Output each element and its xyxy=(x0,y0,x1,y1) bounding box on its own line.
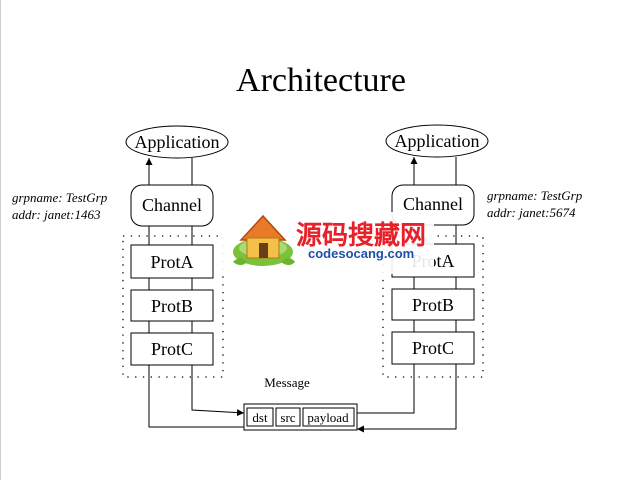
left-channel-label: Channel xyxy=(142,195,202,215)
left-protc-label: ProtC xyxy=(151,339,193,359)
message-field-dst-box xyxy=(246,407,274,427)
right-addr: addr: janet:5674 xyxy=(487,205,576,220)
right-application-label: Application xyxy=(395,131,480,151)
left-stack: Application Channel ProtA ProtB ProtC gr… xyxy=(12,125,229,378)
left-protc-box xyxy=(130,332,214,366)
left-addr: addr: janet:1463 xyxy=(12,207,101,222)
right-protb-box xyxy=(391,288,475,321)
left-prota-label: ProtA xyxy=(150,252,193,272)
left-to-message-arrow xyxy=(191,365,245,417)
house-logo-icon xyxy=(233,214,295,266)
watermark: 源码搜藏网 codesocang.com xyxy=(219,212,434,274)
message-field-src-box xyxy=(275,407,301,427)
right-channel-label: Channel xyxy=(403,194,463,214)
right-protc-label: ProtC xyxy=(412,338,454,358)
message-field-dst: dst xyxy=(252,410,268,425)
right-application-node xyxy=(385,124,489,158)
left-grpname: grpname: TestGrp xyxy=(12,190,108,205)
message-field-payload: payload xyxy=(307,410,349,425)
message-field-payload-box xyxy=(302,407,355,427)
message: Message dst src payload xyxy=(148,364,457,433)
right-protc-box xyxy=(391,331,475,365)
message-label: Message xyxy=(264,375,310,390)
left-prota-box xyxy=(130,244,214,279)
message-field-src: src xyxy=(280,410,295,425)
message-to-right-line xyxy=(357,364,415,414)
right-protb-label: ProtB xyxy=(412,295,454,315)
right-to-message-arrow xyxy=(357,364,457,433)
watermark-url: codesocang.com xyxy=(308,246,414,261)
slide-title: Architecture xyxy=(236,62,406,99)
message-to-left-line xyxy=(148,365,244,428)
left-protb-label: ProtB xyxy=(151,296,193,316)
right-grpname: grpname: TestGrp xyxy=(487,188,583,203)
left-application-node xyxy=(125,125,229,159)
left-application-label: Application xyxy=(135,132,220,152)
left-protb-box xyxy=(130,289,214,322)
left-channel-node xyxy=(130,184,214,227)
watermark-title: 源码搜藏网 xyxy=(296,220,426,250)
